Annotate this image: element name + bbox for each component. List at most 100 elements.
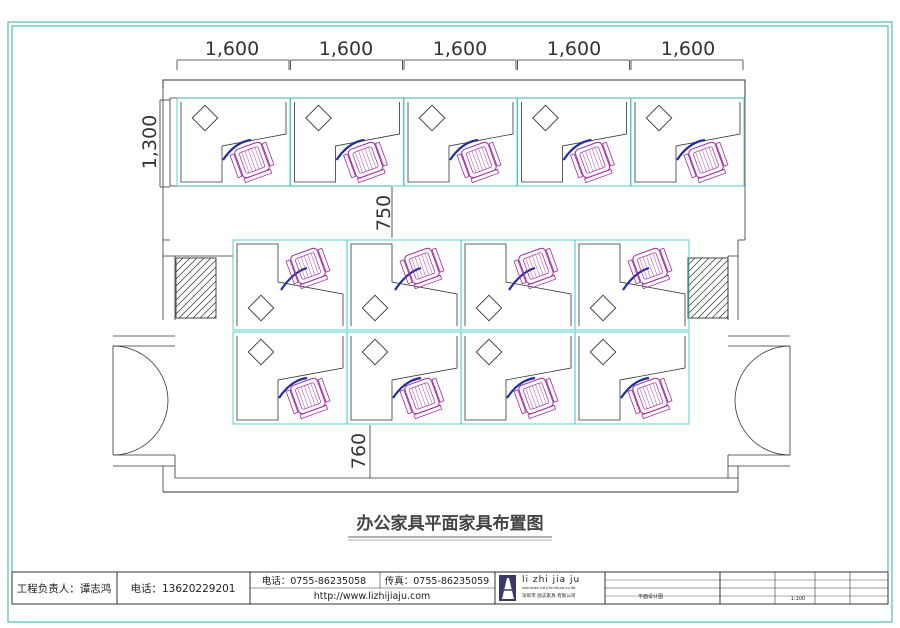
office-chair-icon-quilt — [588, 149, 597, 171]
office-chair-icon-arm-right — [659, 377, 673, 403]
office-chair-icon-arm-left — [627, 389, 641, 415]
office-chair-icon-back — [243, 168, 273, 184]
pillar-right-hatch — [687, 257, 717, 287]
workstation-mid-upper-4 — [574, 239, 690, 331]
office-chair-icon-quilt — [652, 383, 661, 405]
monitor-icon — [508, 266, 536, 291]
dim-width-4: 1,600 — [547, 38, 601, 60]
company-logo — [499, 575, 516, 601]
office-chair-icon-back — [413, 404, 443, 420]
workstation-mid-lower-3 — [460, 331, 576, 425]
workstation-top-2-top — [294, 102, 400, 183]
workstation-top-5-top — [634, 102, 741, 183]
cpu-icon — [305, 104, 332, 132]
workstation-mid-upper-3 — [460, 239, 576, 331]
office-chair-icon-quilt — [535, 254, 544, 276]
office-chair-icon-quilt — [418, 385, 426, 407]
office-chair-icon-arm-left — [513, 389, 527, 415]
workstation-top-1-top — [180, 102, 287, 183]
workstation-mid-upper-2 — [346, 239, 462, 331]
pillar-right-hatch — [725, 315, 729, 319]
office-chair-icon — [343, 141, 388, 184]
pillar-right-hatch — [687, 257, 703, 273]
project-manager: 工程负责人：谭志鸿 — [17, 582, 112, 595]
wall-top — [162, 79, 746, 98]
office-chair-icon-quilt — [646, 255, 654, 277]
inner-frame — [11, 25, 889, 573]
office-chair-icon-quilt — [475, 149, 483, 171]
monitor-icon — [676, 138, 706, 161]
workstation-mid-lower-4-top — [578, 336, 686, 421]
office-chair-icon-back — [527, 274, 557, 290]
office-chair-icon-arm-left — [683, 153, 697, 179]
office-chair-icon-quilt — [354, 151, 363, 173]
dim-aisle-upper: 750 — [373, 195, 395, 231]
office-chair-icon-arm-left — [627, 259, 641, 285]
workstation-top-3 — [403, 97, 518, 187]
office-chair-icon-quilt — [418, 255, 426, 277]
office-chair-icon-quilt — [708, 147, 717, 169]
pillar-right-hatch — [687, 259, 729, 301]
furniture-layout — [112, 59, 791, 493]
office-chair-icon-quilt — [535, 384, 544, 406]
monitor-icon — [562, 138, 592, 161]
pillar-left-hatch — [185, 287, 217, 319]
workstation-mid-lower-1-top — [236, 336, 344, 421]
pillar-left-hatch — [192, 294, 217, 319]
office-chair-icon-quilt — [525, 257, 534, 279]
cpu-icon — [475, 338, 503, 366]
office-chair-icon-quilt — [649, 384, 658, 406]
monitor-icon — [620, 376, 650, 399]
wall-left-step — [162, 239, 233, 257]
office-chair-icon — [285, 247, 331, 290]
dim-width-3: 1,600 — [433, 38, 487, 60]
office-chair-icon-quilt — [364, 148, 373, 170]
office-chair-icon-back — [413, 274, 443, 290]
cpu-icon — [589, 294, 617, 322]
pillar-left-hatch — [175, 257, 184, 266]
office-chair-icon-arm-right — [431, 247, 445, 273]
office-chair-icon-quilt — [251, 148, 260, 170]
office-chair-icon-quilt — [304, 255, 312, 277]
office-chair-icon-arm-right — [545, 377, 559, 403]
workstation-mid-upper-2-top — [350, 243, 458, 326]
cpu-icon — [361, 338, 389, 366]
office-chair-icon-quilt — [695, 151, 704, 173]
office-chair-icon-quilt — [304, 385, 312, 407]
workstation-top-4-panel — [517, 97, 631, 187]
monitor-icon — [280, 266, 308, 291]
dimension-lines — [159, 59, 744, 478]
office-chair-icon — [627, 377, 673, 420]
pillar-left-hatch — [175, 257, 198, 280]
pillar-left-hatch — [213, 315, 217, 319]
cpu-icon — [589, 338, 617, 366]
office-chair-icon-quilt — [646, 385, 654, 407]
workstation-mid-lower-1 — [232, 331, 348, 425]
office-chair-icon-quilt — [307, 254, 316, 276]
outer-frame — [7, 21, 893, 623]
pillar-left-hatch — [175, 257, 212, 294]
workstation-mid-lower-2-top — [350, 336, 458, 421]
office-chair-icon-quilt — [424, 383, 433, 405]
pillar-left-outline — [175, 257, 217, 319]
brand-english: shenzhen lizhi furniture co.ltd — [522, 586, 575, 590]
office-chair-icon — [399, 377, 445, 420]
office-chair-icon-quilt — [424, 253, 433, 275]
pillar-right-hatch — [687, 273, 729, 315]
website: http://www.lizhijiaju.com — [314, 591, 431, 602]
office-phone: 电话：0755-86235058 — [262, 575, 366, 587]
pillar-left-hatch — [175, 257, 205, 287]
pillar-left-hatch — [175, 273, 217, 315]
workstation-mid-lower-2 — [346, 331, 462, 425]
office-chair-icon-quilt — [307, 384, 316, 406]
office-chair-icon-back — [299, 404, 329, 420]
workstation-mid-upper-4-panel — [574, 239, 690, 331]
office-chair-icon-quilt — [639, 257, 648, 279]
office-chair-icon-arm-left — [399, 259, 413, 285]
cpu-icon — [191, 104, 219, 132]
workstation-top-2 — [290, 97, 404, 187]
cpu-icon — [247, 294, 275, 322]
company-name: 深圳市 励志家具 有限公司 — [522, 592, 576, 599]
cpu-icon — [532, 104, 559, 132]
